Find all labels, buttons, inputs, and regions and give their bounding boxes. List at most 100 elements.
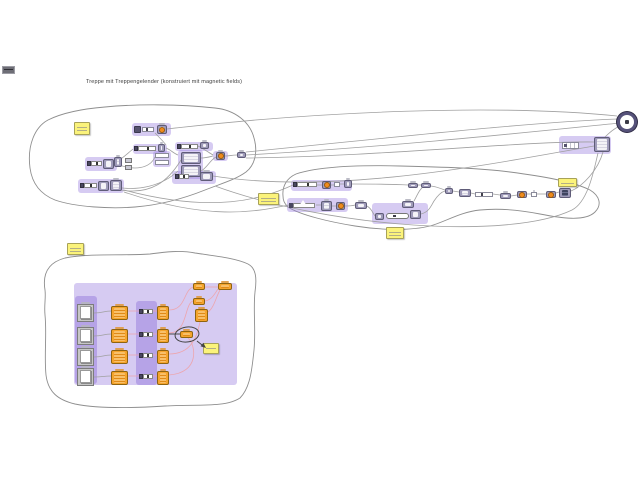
component-body bbox=[161, 146, 162, 150]
node-label-mark bbox=[202, 140, 207, 142]
warning-component[interactable] bbox=[193, 296, 205, 305]
component-node[interactable] bbox=[98, 181, 109, 191]
data-component[interactable] bbox=[559, 188, 571, 198]
multi-port-component[interactable] bbox=[594, 137, 610, 152]
warning-component[interactable] bbox=[195, 307, 208, 322]
warning-component[interactable] bbox=[157, 348, 169, 364]
component-node[interactable] bbox=[155, 153, 169, 158]
component-node[interactable] bbox=[375, 213, 384, 220]
warning-component[interactable] bbox=[180, 329, 193, 338]
warning-component[interactable] bbox=[157, 369, 169, 385]
component-node[interactable] bbox=[110, 178, 122, 191]
slider-nub[interactable] bbox=[183, 175, 186, 178]
component-node[interactable] bbox=[134, 126, 141, 133]
component-node[interactable] bbox=[155, 160, 169, 165]
capsule-slider[interactable] bbox=[386, 213, 409, 219]
panel-note[interactable] bbox=[74, 122, 90, 135]
panel-note[interactable] bbox=[203, 343, 219, 354]
component-node[interactable] bbox=[321, 199, 332, 211]
value-slot[interactable] bbox=[142, 127, 154, 132]
geometry-icon bbox=[80, 329, 91, 342]
value-slot[interactable] bbox=[562, 142, 579, 149]
component-node[interactable] bbox=[344, 178, 352, 188]
canvas-title: Treppe mit Treppengelender (konstruiert … bbox=[86, 79, 243, 85]
panel-note[interactable] bbox=[258, 193, 279, 205]
component-node[interactable] bbox=[157, 123, 167, 134]
component-node[interactable] bbox=[531, 190, 537, 197]
slider-nub[interactable] bbox=[189, 145, 192, 148]
slider-nub[interactable] bbox=[95, 162, 98, 165]
warning-component[interactable] bbox=[111, 327, 128, 343]
geometry-container[interactable] bbox=[77, 366, 94, 386]
component-body bbox=[117, 159, 119, 165]
slider-nub[interactable] bbox=[89, 184, 92, 187]
warning-component[interactable] bbox=[193, 281, 205, 290]
panel-note[interactable] bbox=[67, 243, 84, 255]
slider-nub[interactable] bbox=[146, 147, 149, 150]
component-node[interactable] bbox=[334, 182, 340, 187]
panel-note[interactable] bbox=[558, 178, 577, 187]
slider-nub[interactable] bbox=[147, 375, 150, 378]
number-slider[interactable] bbox=[139, 353, 153, 358]
component-node[interactable] bbox=[158, 142, 165, 152]
slider-nub[interactable] bbox=[147, 354, 150, 357]
component-node[interactable] bbox=[517, 191, 527, 198]
component-node[interactable] bbox=[237, 150, 246, 158]
component-node[interactable] bbox=[421, 181, 431, 188]
value-slot[interactable] bbox=[475, 192, 493, 197]
number-slider[interactable] bbox=[177, 144, 198, 149]
slider-nub[interactable] bbox=[306, 183, 309, 186]
slider-nub[interactable] bbox=[147, 310, 150, 313]
geometry-container[interactable] bbox=[77, 346, 94, 366]
component-node[interactable] bbox=[546, 191, 556, 198]
component-body bbox=[196, 285, 202, 288]
node-label-mark bbox=[80, 346, 91, 348]
stacked-params[interactable] bbox=[125, 158, 132, 170]
component-node[interactable] bbox=[336, 202, 345, 210]
wire bbox=[430, 185, 446, 191]
component-node[interactable] bbox=[114, 155, 122, 167]
component-node[interactable] bbox=[445, 186, 453, 194]
number-slider[interactable] bbox=[139, 332, 153, 337]
component-body bbox=[520, 193, 524, 196]
warning-component[interactable] bbox=[218, 281, 232, 290]
number-slider[interactable] bbox=[289, 200, 315, 208]
number-slider[interactable] bbox=[80, 183, 97, 188]
warning-component[interactable] bbox=[111, 348, 128, 364]
component-node[interactable] bbox=[408, 181, 418, 188]
geometry-container[interactable] bbox=[77, 302, 94, 322]
component-node[interactable] bbox=[181, 152, 201, 164]
component-node[interactable] bbox=[355, 200, 367, 209]
panel-note[interactable] bbox=[386, 227, 404, 239]
component-node[interactable] bbox=[410, 210, 421, 219]
component-node[interactable] bbox=[402, 199, 414, 208]
component-node[interactable] bbox=[216, 150, 225, 160]
slider-nub[interactable] bbox=[147, 333, 150, 336]
component-body bbox=[160, 308, 166, 318]
component-node[interactable] bbox=[500, 191, 511, 199]
circular-node[interactable] bbox=[617, 112, 637, 132]
warning-component[interactable] bbox=[111, 369, 128, 385]
component-body bbox=[448, 190, 450, 192]
collapsed-widget[interactable] bbox=[2, 66, 15, 74]
warning-component[interactable] bbox=[111, 304, 128, 320]
warning-component[interactable] bbox=[157, 304, 169, 320]
number-slider[interactable] bbox=[87, 161, 102, 166]
wire bbox=[413, 187, 423, 202]
number-slider[interactable] bbox=[293, 182, 317, 187]
number-slider[interactable] bbox=[175, 174, 189, 179]
number-slider[interactable] bbox=[139, 374, 153, 379]
number-slider[interactable] bbox=[134, 146, 156, 151]
component-node[interactable] bbox=[103, 159, 114, 169]
component-node[interactable] bbox=[200, 140, 209, 149]
component-node[interactable] bbox=[200, 170, 213, 181]
component-node[interactable] bbox=[459, 189, 471, 197]
node-label-mark bbox=[159, 327, 167, 329]
note-text-scribble bbox=[389, 230, 401, 236]
geometry-container[interactable] bbox=[77, 325, 94, 345]
param-chip bbox=[125, 158, 132, 163]
warning-component[interactable] bbox=[157, 327, 169, 343]
number-slider[interactable] bbox=[139, 309, 153, 314]
component-node[interactable] bbox=[322, 181, 331, 189]
